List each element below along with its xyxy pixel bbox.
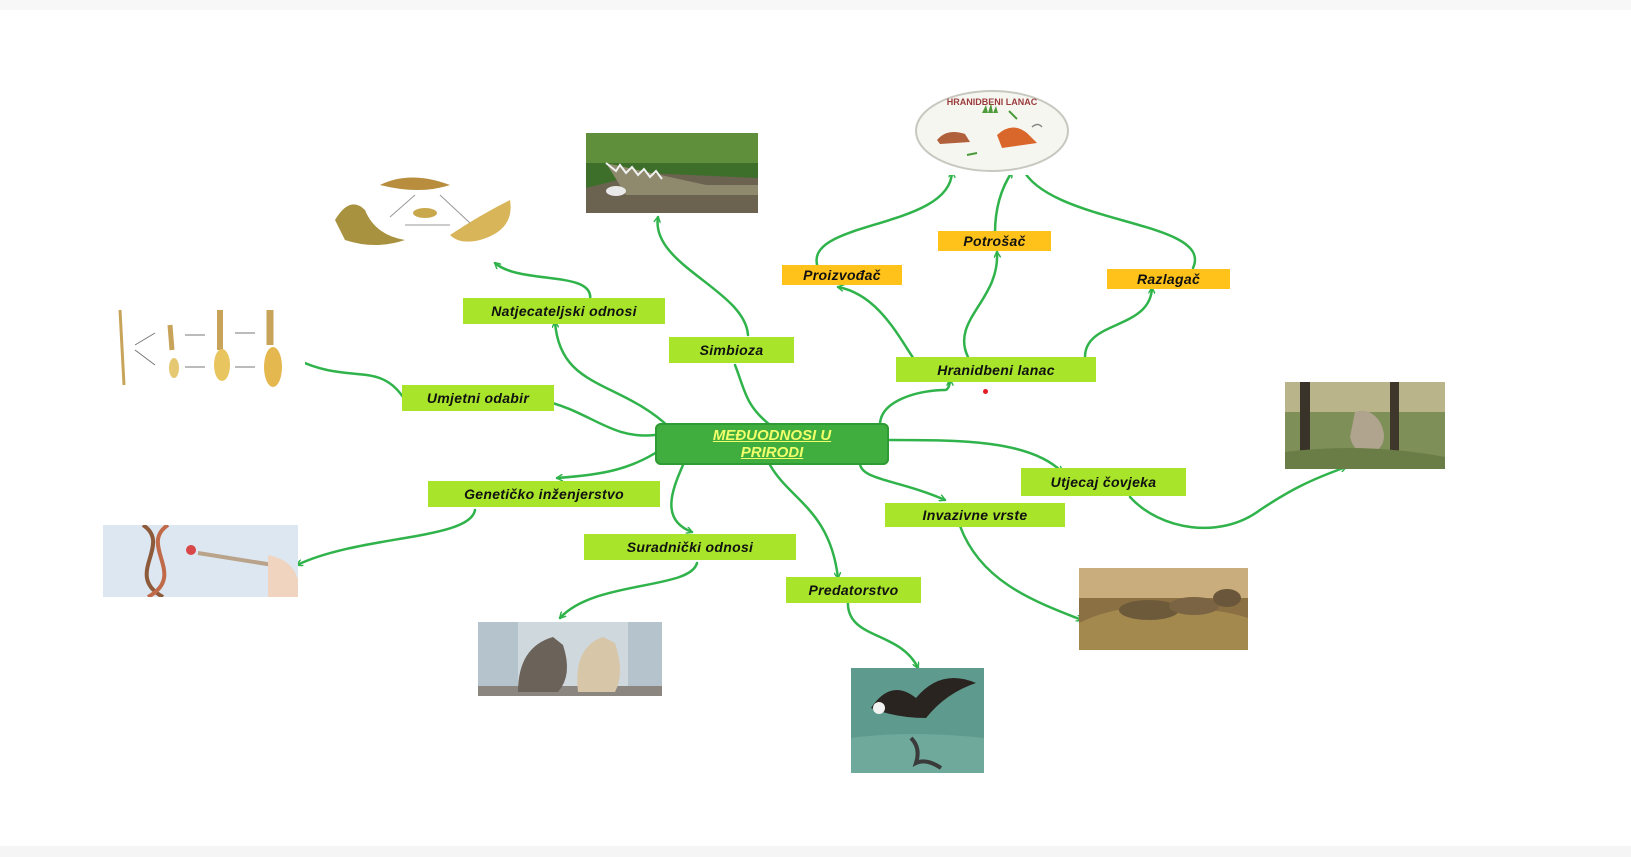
arrow-to-simbioza: [733, 363, 772, 427]
food-chain-title: HRANIDBENI LANAC: [947, 97, 1038, 107]
node-hranidbeni-lanac[interactable]: Hranidbeni lanac: [896, 357, 1096, 382]
corn-selection-image: [110, 305, 305, 393]
arrow-to-umjetni: [540, 400, 657, 437]
central-topic-line2: PRIRODI: [740, 444, 804, 461]
red-dot: [983, 389, 988, 394]
node-suradnicki-odnosi[interactable]: Suradnički odnosi: [584, 534, 796, 560]
node-potrosac[interactable]: Potrošač: [938, 231, 1051, 251]
node-umjetni-odabir[interactable]: Umjetni odabir: [402, 385, 554, 411]
dna-image: [103, 525, 298, 597]
node-simbioza[interactable]: Simbioza: [669, 337, 794, 363]
arrow-to-suradnicki: [670, 463, 692, 532]
node-geneticko-inzenjerstvo[interactable]: Genetičko inženjerstvo: [428, 481, 660, 507]
mongoose-image: [1079, 568, 1248, 650]
node-proizvodac[interactable]: Proizvođač: [782, 265, 902, 285]
top-bar: [0, 0, 1631, 10]
arrow-to-utjecaj: [887, 438, 1062, 472]
arrow-potrosac-to-foodchain: [993, 172, 1014, 235]
node-razlagac[interactable]: Razlagač: [1107, 269, 1230, 289]
arrow-proizvodac-to-foodchain: [815, 172, 952, 270]
arrow-suradnicki-to-cats: [560, 561, 699, 618]
bottom-bar: [0, 846, 1631, 857]
arrow-natjecateljski-to-weasels: [495, 263, 592, 302]
cats-image: [478, 622, 662, 696]
arrow-geneticko-to-dna: [297, 508, 477, 565]
node-utjecaj-covjeka[interactable]: Utjecaj čovjeka: [1021, 468, 1186, 496]
arrow-to-predatorstvo: [768, 463, 838, 578]
arrow-razlagac-to-foodchain: [1022, 168, 1197, 270]
arrow-to-invazivne: [858, 461, 945, 500]
central-topic-line1: MEĐUODNOSI U: [712, 427, 832, 444]
arrow-invazivne-to-mongoose: [958, 524, 1082, 620]
arrow-umjetni-to-corn: [298, 360, 407, 402]
arrow-to-geneticko: [557, 448, 662, 478]
food-chain-image: HRANIDBENI LANAC: [912, 85, 1072, 175]
arrow-simbioza-to-crocodile: [658, 217, 750, 337]
arrow-hranidbeni-to-potrosac: [962, 252, 997, 359]
node-predatorstvo[interactable]: Predatorstvo: [786, 577, 921, 603]
hunted-animal-image: [1285, 382, 1445, 469]
eagle-fish-image: [851, 668, 984, 773]
arrow-to-natjecateljski: [555, 322, 672, 430]
arrow-hranidbeni-to-proizvodac: [838, 287, 920, 367]
arrow-to-hranidbeni: [878, 378, 950, 427]
central-topic[interactable]: MEĐUODNOSI U PRIRODI: [655, 423, 889, 465]
crocodile-bird-image: [586, 133, 758, 213]
arrow-predatorstvo-to-eagle: [846, 598, 918, 668]
arrow-hranidbeni-to-razlagac: [1083, 288, 1152, 359]
node-natjecateljski-odnosi[interactable]: Natjecateljski odnosi: [463, 298, 665, 324]
node-invazivne-vrste[interactable]: Invazivne vrste: [885, 503, 1065, 527]
weasels-image: [330, 165, 530, 262]
arrow-utjecaj-to-hunted: [1128, 467, 1346, 530]
